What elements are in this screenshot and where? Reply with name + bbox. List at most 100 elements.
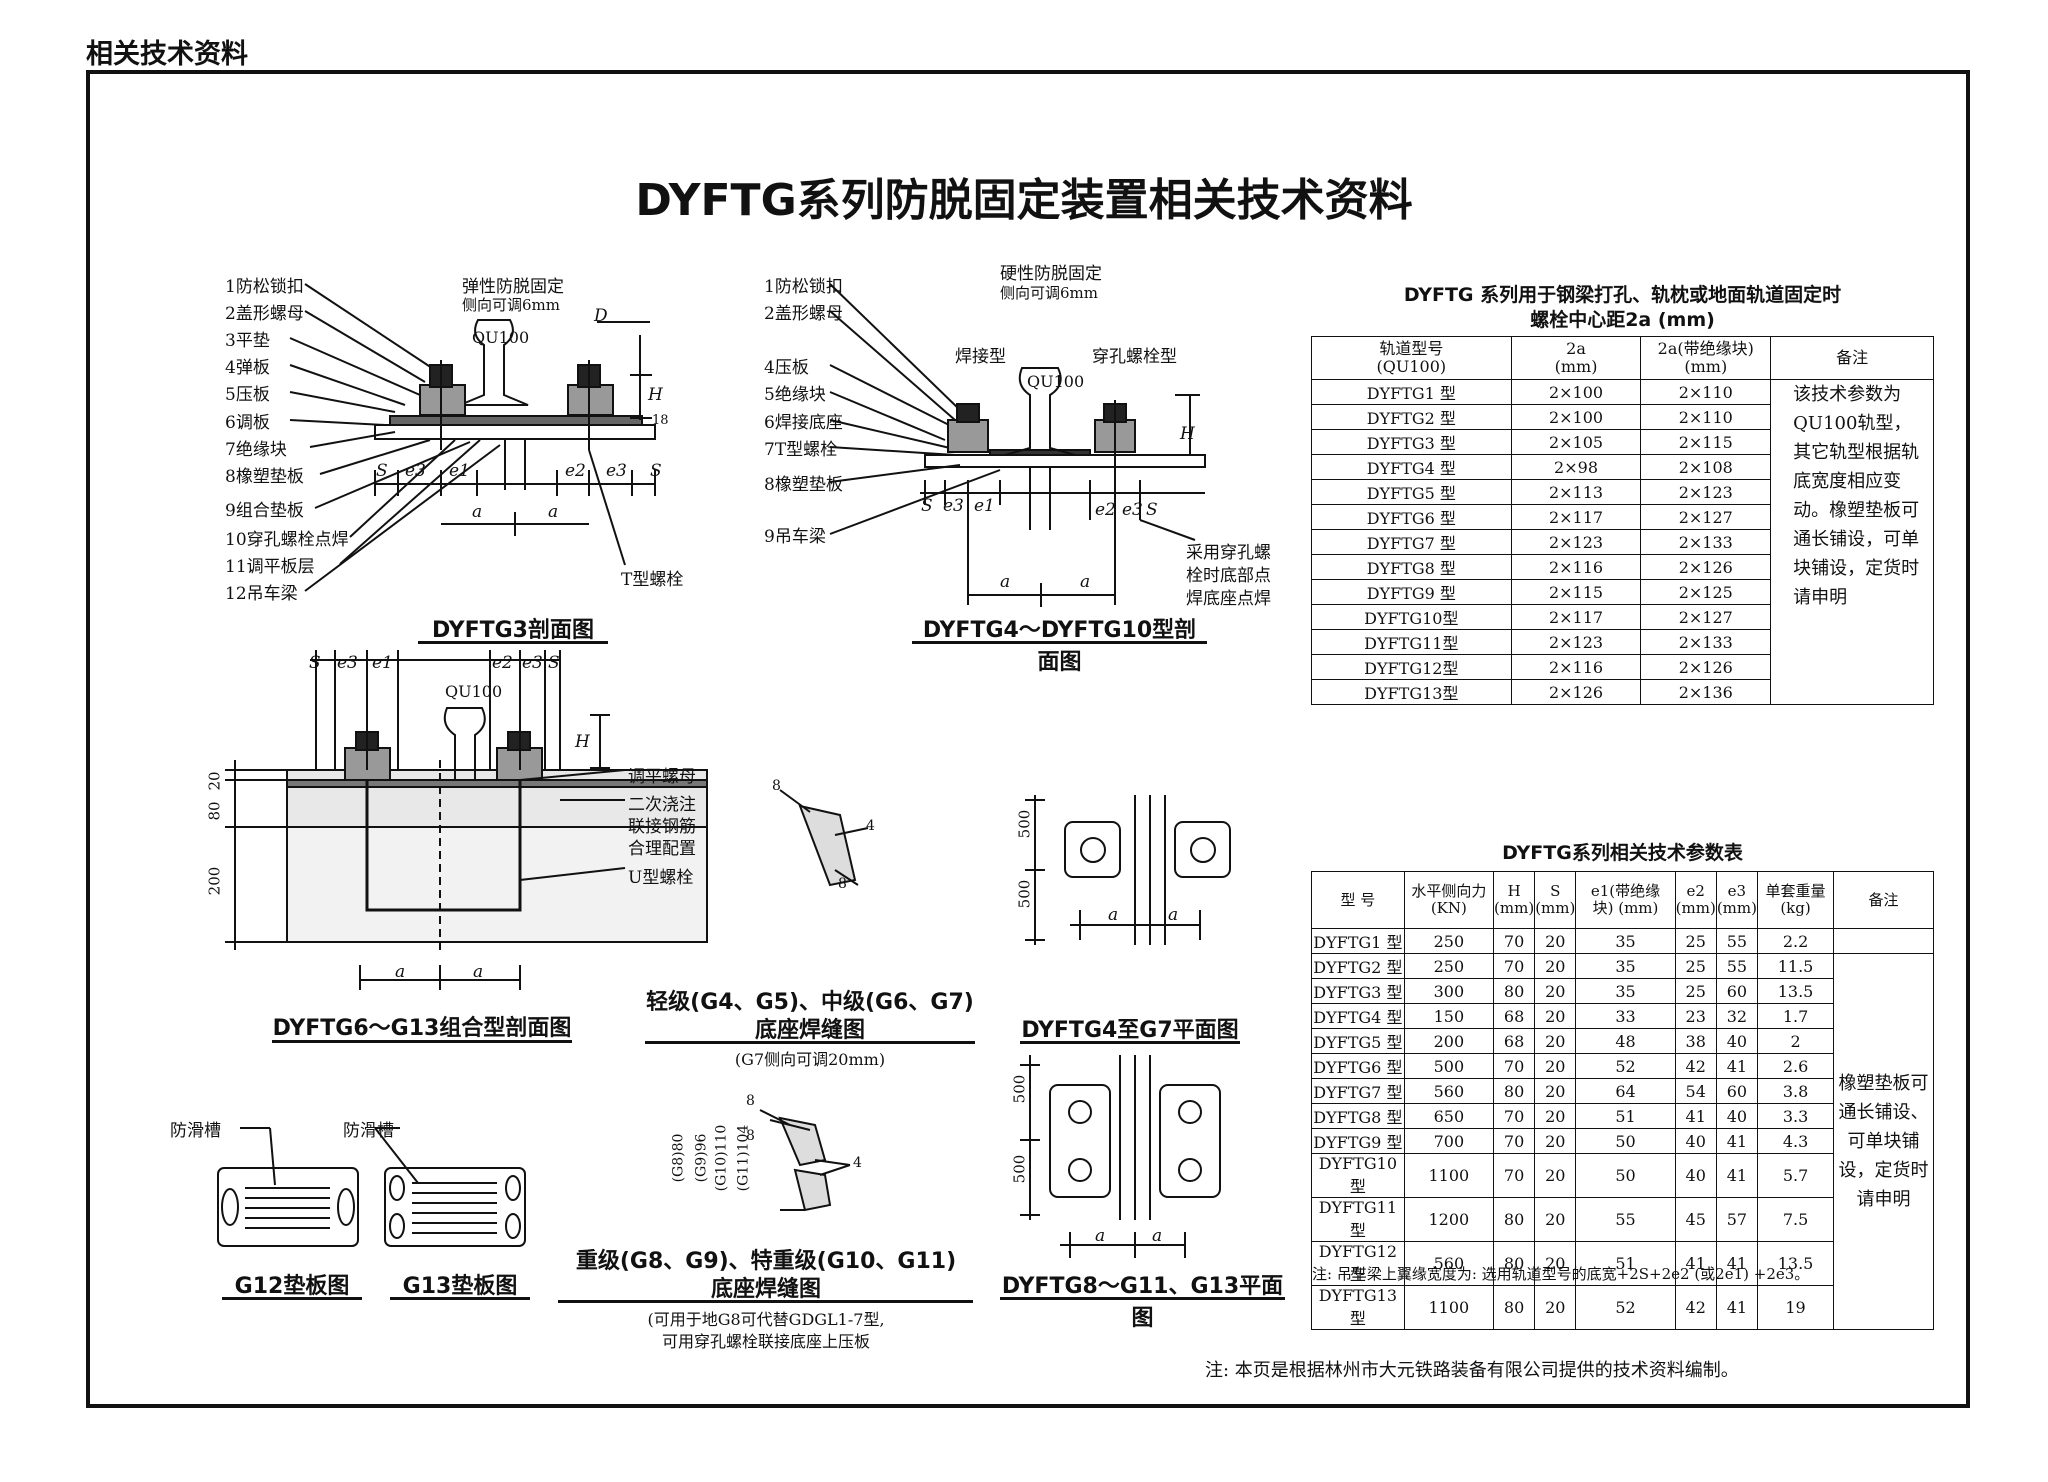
weld-heavy-drawing [759, 1109, 851, 1212]
caption-underline [1000, 1297, 1285, 1300]
weld-light-drawing [779, 789, 869, 887]
dim-label: e3 [606, 461, 627, 481]
part-label: 4压板 [764, 358, 809, 378]
part-label: 8橡塑垫板 [225, 467, 304, 487]
dim-a: a [473, 962, 484, 982]
dim-label: e3 [1122, 500, 1143, 520]
table-header: 型 号 [1311, 871, 1405, 929]
part-label: 7绝缘块 [225, 440, 287, 460]
page-title: DYFTG系列防脱固定装置相关技术资料 [635, 175, 1413, 226]
dim-h: H [648, 385, 663, 405]
dim-vert: 200 [205, 866, 224, 896]
fig-g3-drawing [289, 283, 656, 592]
dim-label: e3 [337, 653, 358, 673]
fig-g6-label: 联接钢筋 [628, 817, 696, 837]
dim-label: S [376, 461, 388, 481]
dim-vert: 80 [205, 801, 224, 821]
weld-heavy-sub-2: 可用穿孔螺栓联接底座上压板 [661, 1332, 870, 1351]
page-header: 相关技术资料 [86, 39, 248, 70]
weld-heavy-caption-1: 重级(G8、G9)、特重级(G10、G11) [575, 1249, 957, 1274]
fig-g4-drawing [829, 283, 1206, 607]
table-header-row: 轨道型号(QU100) 2a(mm) 2a(带绝缘块)(mm) 备注 [1311, 336, 1934, 380]
table1-caption-1: DYFTG 系列用于钢梁打孔、轨枕或地面轨道固定时 [1403, 284, 1842, 306]
weld-mark: 8 [772, 778, 781, 794]
part-label: 8橡塑垫板 [764, 475, 843, 495]
part-label: 9组合垫板 [225, 501, 304, 521]
dim-h: H [575, 732, 590, 752]
t-bolt-label: T型螺栓 [621, 570, 684, 590]
dim-label: S [548, 653, 560, 673]
table-header-row: 型 号 水平侧向力(KN) H(mm) S(mm) e1(带绝缘块) (mm) … [1311, 871, 1934, 929]
caption-underline [390, 1297, 530, 1300]
rail-label: QU100 [445, 682, 503, 701]
fig-g6-label: 调平螺母 [628, 767, 696, 787]
caption-underline [558, 1300, 973, 1303]
groove-label: 防滑槽 [170, 1121, 221, 1141]
dim-label: e1 [974, 496, 995, 516]
caption-underline [272, 1040, 572, 1043]
table-header: e3(mm) [1715, 871, 1758, 929]
caption-underline [418, 641, 608, 644]
dim-label: S [309, 653, 321, 673]
bolt-spacing-table: 轨道型号(QU100) 2a(mm) 2a(带绝缘块)(mm) 备注 DYFTG… [1311, 336, 1934, 705]
fig-g6-drawing [225, 650, 708, 990]
weld-side-label: (G10)110 [713, 1124, 730, 1192]
weld-heavy-caption-2: 底座焊缝图 [710, 1277, 821, 1302]
part-label: 12吊车梁 [225, 584, 298, 604]
fig-g6-label: 二次浇注 [628, 795, 696, 815]
dim-label: e1 [372, 653, 393, 673]
part-label: 7T型螺栓 [764, 440, 838, 460]
plan-g4-drawing [1025, 795, 1231, 945]
fig-g6-label: U型螺栓 [628, 868, 694, 888]
dim-18: 18 [652, 413, 669, 428]
table2-footnote: 注: 吊车梁上翼缘宽度为: 选用轨道型号的底宽+2S+2e2 (或2e1) +2… [1312, 1265, 1810, 1283]
fig-g3-caption: DYFTG3剖面图 [432, 618, 594, 643]
dim-label: e3 [405, 461, 426, 481]
weld-type-label: 焊接型 [955, 347, 1006, 367]
dim-label: e2 [1095, 500, 1116, 520]
table-header: 2a(mm) [1510, 336, 1642, 380]
dim-label: e2 [492, 653, 513, 673]
part-label: 2盖形螺母 [764, 304, 843, 324]
weld-side-label: (G11)104 [735, 1124, 752, 1192]
weld-light-sub: (G7侧向可调20mm) [734, 1050, 886, 1069]
table2-note: 橡塑垫板可通长铺设、可单块铺设，定货时请申明 [1833, 953, 1934, 1330]
caption-underline [222, 1297, 362, 1300]
pads-drawing [217, 1127, 526, 1247]
dim-label: e3 [522, 653, 543, 673]
dim-a: a [1152, 1226, 1163, 1246]
table-header: H(mm) [1493, 871, 1536, 929]
fig-g4-note-5: 焊底座点焊 [1186, 589, 1271, 609]
fig-g4-caption: DYFTG4～DYFTG10型剖面图 [922, 618, 1197, 675]
dim-label: S [921, 496, 933, 516]
caption-underline [912, 641, 1207, 644]
fig-g6-caption: DYFTG6～G13组合型剖面图 [272, 1016, 572, 1041]
parameter-table: 型 号 水平侧向力(KN) H(mm) S(mm) e1(带绝缘块) (mm) … [1311, 871, 1934, 1330]
table-header: 单套重量(kg) [1756, 871, 1835, 929]
dim-a: a [472, 502, 483, 522]
fig-g4-note-3: 采用穿孔螺 [1186, 543, 1271, 563]
weld-heavy-sub-1: (可用于地G8可代替GDGL1-7型, [647, 1310, 885, 1329]
weld-mark: 8 [838, 876, 847, 892]
dim-a: a [548, 502, 559, 522]
part-label: 5绝缘块 [764, 385, 826, 405]
weld-light-caption-2: 底座焊缝图 [754, 1018, 865, 1043]
dim-label: e3 [943, 496, 964, 516]
bolt-type-label: 穿孔螺栓型 [1092, 347, 1177, 367]
dim-a: a [1108, 905, 1119, 925]
part-label: 1防松锁扣 [764, 277, 843, 297]
table-header: 水平侧向力(KN) [1403, 871, 1495, 929]
